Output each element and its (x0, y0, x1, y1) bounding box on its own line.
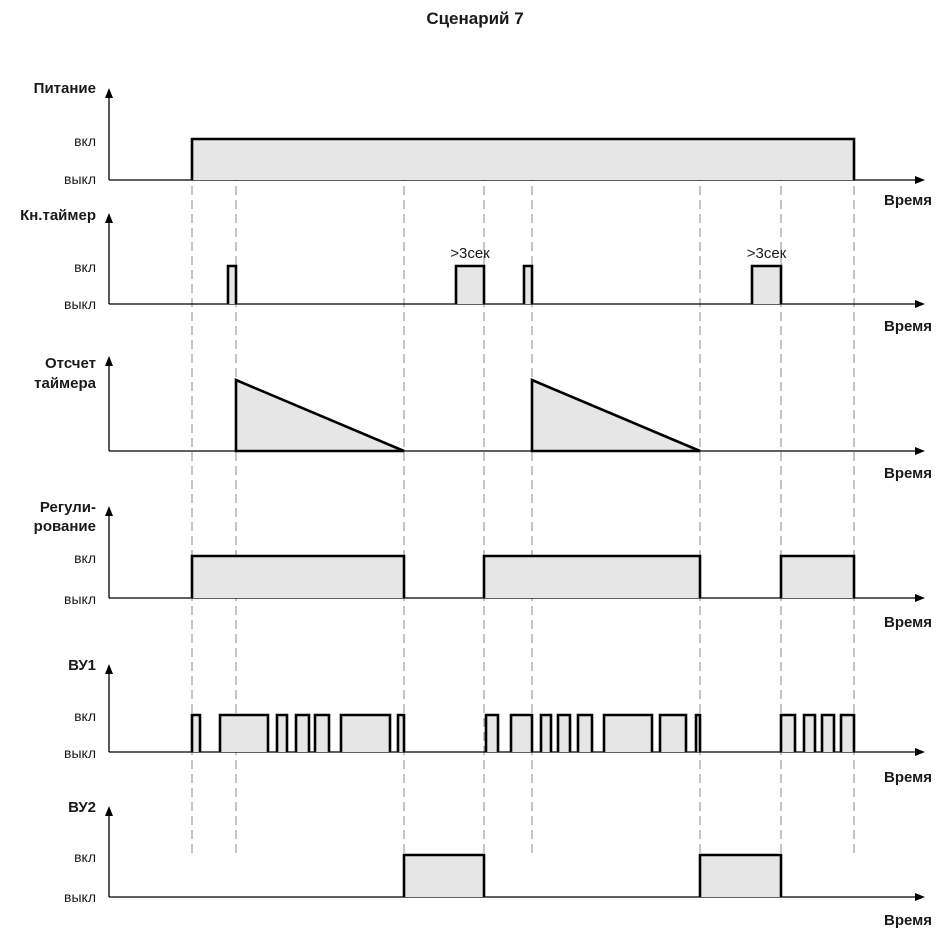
level-on-label: вкл (74, 708, 96, 724)
signal-pulse (522, 264, 534, 304)
level-on-label: вкл (74, 550, 96, 566)
time-axis-arrow-icon (915, 748, 925, 756)
level-off-label: выкл (64, 591, 96, 607)
signal-pulse (294, 713, 311, 752)
channels: ПитаниеВремявклвыклКн.таймерВремявклвыкл… (20, 80, 932, 929)
signal-pulse (396, 713, 406, 752)
diagram-title: Сценарий 7 (426, 9, 523, 28)
time-axis-arrow-icon (915, 594, 925, 602)
signal-pulse (226, 264, 238, 304)
duration-note: >3сек (450, 245, 490, 262)
signal-pulse (339, 713, 392, 752)
signal-pulse (820, 713, 836, 752)
signal-pulse (802, 713, 817, 752)
signal-pulse (658, 713, 688, 752)
signal-pulse (750, 264, 783, 304)
time-axis-arrow-icon (915, 176, 925, 184)
timer-ramp (234, 378, 405, 453)
time-axis-arrow-icon (915, 300, 925, 308)
channel-name: рование (34, 518, 96, 535)
channel-name: Кн.таймер (20, 207, 96, 224)
level-on-label: вкл (74, 849, 96, 865)
time-axis-label: Время (884, 614, 932, 631)
level-on-label: вкл (74, 259, 96, 275)
signal-pulse (509, 713, 534, 752)
signal-pulse (779, 554, 856, 598)
y-axis-arrow-icon (105, 213, 113, 223)
signal-pulse (602, 713, 654, 752)
signal-pulse (698, 853, 783, 897)
signal-pulse (839, 713, 856, 752)
signal-pulse (275, 713, 289, 752)
channel-name: таймера (34, 375, 97, 392)
time-axis-label: Время (884, 769, 932, 786)
time-axis-label: Время (884, 192, 932, 209)
y-axis-arrow-icon (105, 88, 113, 98)
signal-pulse (190, 554, 406, 598)
y-axis-arrow-icon (105, 506, 113, 516)
signal-pulse (482, 554, 702, 598)
signal-pulse (402, 853, 486, 897)
signal-pulse (454, 264, 486, 304)
channel-name: ВУ2 (68, 799, 96, 816)
signal-pulse (556, 713, 572, 752)
signal-pulse (779, 713, 797, 752)
level-off-label: выкл (64, 171, 96, 187)
signal-pulse (484, 713, 500, 752)
signal-pulse (218, 713, 270, 752)
y-axis-arrow-icon (105, 664, 113, 674)
level-on-label: вкл (74, 133, 96, 149)
time-axis-label: Время (884, 318, 932, 335)
signal-pulse (190, 713, 202, 752)
channel-name: Отсчет (45, 355, 96, 372)
signal-pulse (576, 713, 594, 752)
level-off-label: выкл (64, 745, 96, 761)
level-off-label: выкл (64, 889, 96, 905)
time-axis-arrow-icon (915, 893, 925, 901)
guide-lines (191, 144, 855, 855)
y-axis-arrow-icon (105, 806, 113, 816)
level-off-label: выкл (64, 296, 96, 312)
duration-note: >3сек (747, 245, 787, 262)
timer-ramp (530, 378, 701, 453)
time-axis-arrow-icon (915, 447, 925, 455)
signal-pulse (190, 137, 856, 180)
signal-pulse (539, 713, 553, 752)
time-axis-label: Время (884, 465, 932, 482)
y-axis-arrow-icon (105, 356, 113, 366)
channel-name: Регули- (40, 499, 96, 516)
channel-name: ВУ1 (68, 657, 96, 674)
signal-pulse (694, 713, 702, 752)
channel-name: Питание (34, 80, 96, 97)
time-axis-label: Время (884, 912, 932, 929)
signal-pulse (313, 713, 331, 752)
